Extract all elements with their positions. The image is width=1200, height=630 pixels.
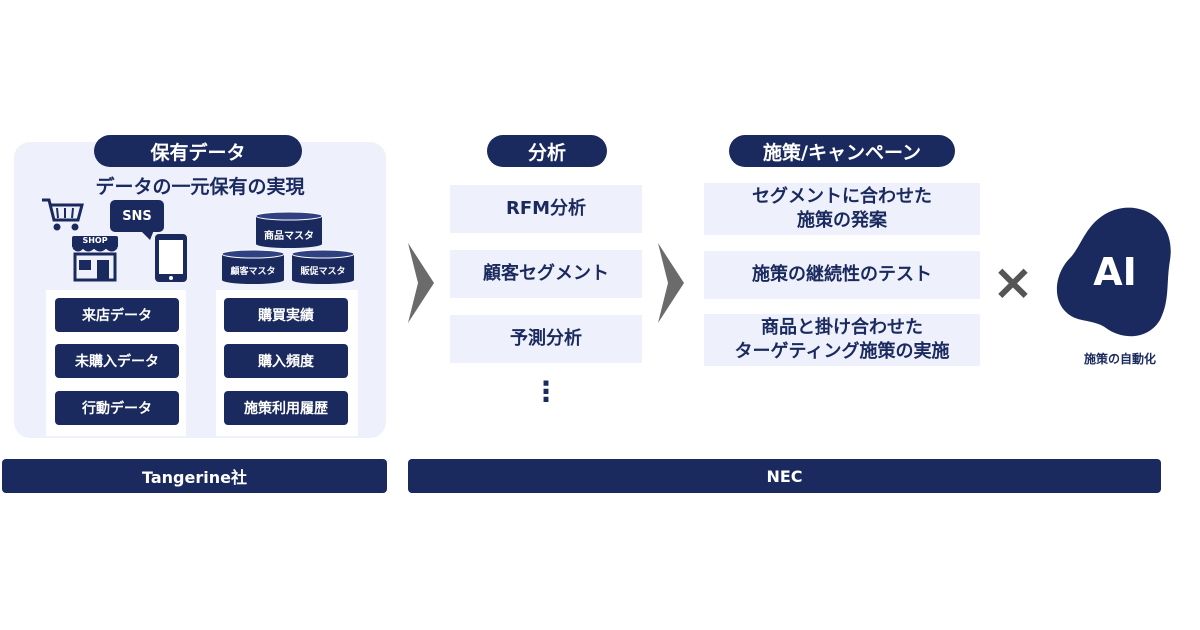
chevron-right-icon: [658, 243, 684, 323]
sns-bubble-tail: [140, 230, 154, 240]
customer-segment-box: 顧客セグメント: [450, 250, 642, 298]
predictive-analysis-box: 予測分析: [450, 315, 642, 363]
shop-label: SHOP: [82, 236, 108, 245]
ai-blob-icon: [1056, 207, 1171, 337]
ai-caption: 施策の自動化: [1083, 352, 1156, 366]
chevron-right-icon: [408, 243, 434, 323]
ai-label: AI: [1093, 250, 1137, 294]
analysis-header: 分析: [487, 135, 607, 167]
campaign-usage-history: 施策利用履歴: [224, 391, 348, 425]
product-master-label: 商品マスタ: [264, 231, 314, 242]
behavior-data: 行動データ: [55, 391, 179, 425]
rfm-analysis-box: RFM分析: [450, 185, 642, 233]
continuity-test-box: 施策の継続性のテスト: [704, 251, 980, 299]
database-icon: [221, 249, 285, 284]
store-visit-data: 来店データ: [55, 298, 179, 332]
campaign-header: 施策/キャンペーン: [729, 135, 955, 167]
shop-icon: [72, 236, 118, 282]
cart-icon: [42, 198, 84, 231]
more-ellipsis: ⋮: [532, 375, 560, 408]
segment-campaign-box: セグメントに合わせた 施策の発案: [704, 183, 980, 235]
database-icon: [255, 211, 323, 248]
database-icon: [291, 249, 355, 284]
holding-data-header: 保有データ: [94, 135, 302, 167]
unpurchased-data: 未購入データ: [55, 344, 179, 378]
promotion-master-label: 販促マスタ: [300, 267, 346, 277]
customer-master-label: 顧客マスタ: [230, 267, 276, 277]
purchase-record: 購買実績: [224, 298, 348, 332]
targeting-campaign-box: 商品と掛け合わせた ターゲティング施策の実施: [704, 314, 980, 366]
tangerine-bar: Tangerine社: [2, 459, 387, 493]
sns-label: SNS: [122, 208, 152, 224]
smartphone-icon: [155, 234, 187, 282]
purchase-frequency: 購入頻度: [224, 344, 348, 378]
nec-bar: NEC: [408, 459, 1161, 493]
sns-bubble-icon: SNS: [110, 200, 164, 232]
holding-data-subtitle: データの一元保有の実現: [95, 176, 305, 198]
multiply-icon: ×: [992, 253, 1034, 311]
